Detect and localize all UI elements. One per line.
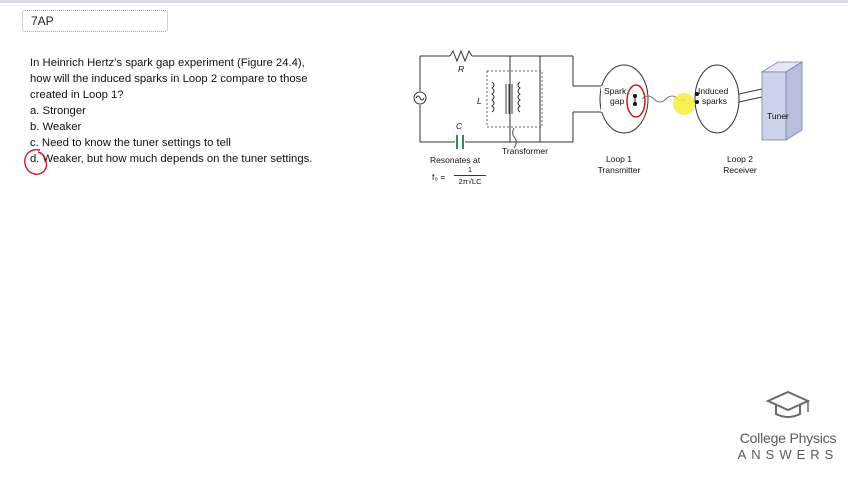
induced-sparks-label-2: sparks	[702, 96, 728, 106]
slide-tab-label: 7AP	[31, 14, 54, 28]
loop1-label-1: Loop 1	[606, 154, 632, 164]
formula-lhs: f₀ =	[432, 172, 446, 182]
primary-coil	[491, 81, 495, 113]
circuit-diagram	[413, 49, 804, 149]
resonates-label: Resonates at	[430, 155, 481, 165]
option-a: a. Stronger	[30, 105, 86, 117]
option-d: d. Weaker, but how much depends on the t…	[30, 153, 313, 165]
inductor-label: L	[477, 96, 482, 106]
spark-gap-label-2: gap	[610, 96, 625, 106]
formula-numerator: 1	[467, 165, 473, 174]
formula-denominator: 2π√LC	[454, 175, 486, 187]
question-line: how will the induced sparks in Loop 2 co…	[30, 73, 308, 85]
loop1-label-2: Transmitter	[597, 165, 641, 175]
spark-gap-annotation	[626, 84, 646, 118]
resistor-label: R	[458, 64, 465, 74]
logo-title: College Physics	[739, 430, 837, 446]
question-text: In Heinrich Hertz’s spark gap experiment…	[30, 55, 360, 167]
graduation-cap-icon	[765, 390, 811, 418]
option-b: b. Weaker	[30, 121, 82, 133]
logo-subtitle: ANSWERS	[737, 447, 839, 462]
transformer-label: Transformer	[502, 146, 548, 156]
top-bar	[0, 0, 848, 3]
loop2-label-2: Receiver	[723, 165, 757, 175]
highlight-dot	[673, 93, 695, 115]
hertz-apparatus-figure: R L C Resonates at f₀ = 1 2π√LC Transfor…	[410, 44, 810, 194]
question-line: created in Loop 1?	[30, 89, 124, 101]
resistor-symbol	[449, 49, 473, 63]
loop2-label-1: Loop 2	[727, 154, 753, 164]
capacitor-label: C	[456, 121, 463, 131]
option-c: c. Need to know the tuner settings to te…	[30, 137, 231, 149]
spark-gap-label-1: Spark	[604, 86, 627, 96]
tuner-label: Tuner	[767, 111, 789, 121]
induced-sparks-label-1: Induced	[698, 86, 729, 96]
secondary-coil	[517, 81, 521, 113]
slide-tab[interactable]: 7AP	[22, 10, 168, 32]
college-physics-logo: College Physics ANSWERS	[736, 388, 840, 468]
question-line: In Heinrich Hertz’s spark gap experiment…	[30, 57, 305, 69]
